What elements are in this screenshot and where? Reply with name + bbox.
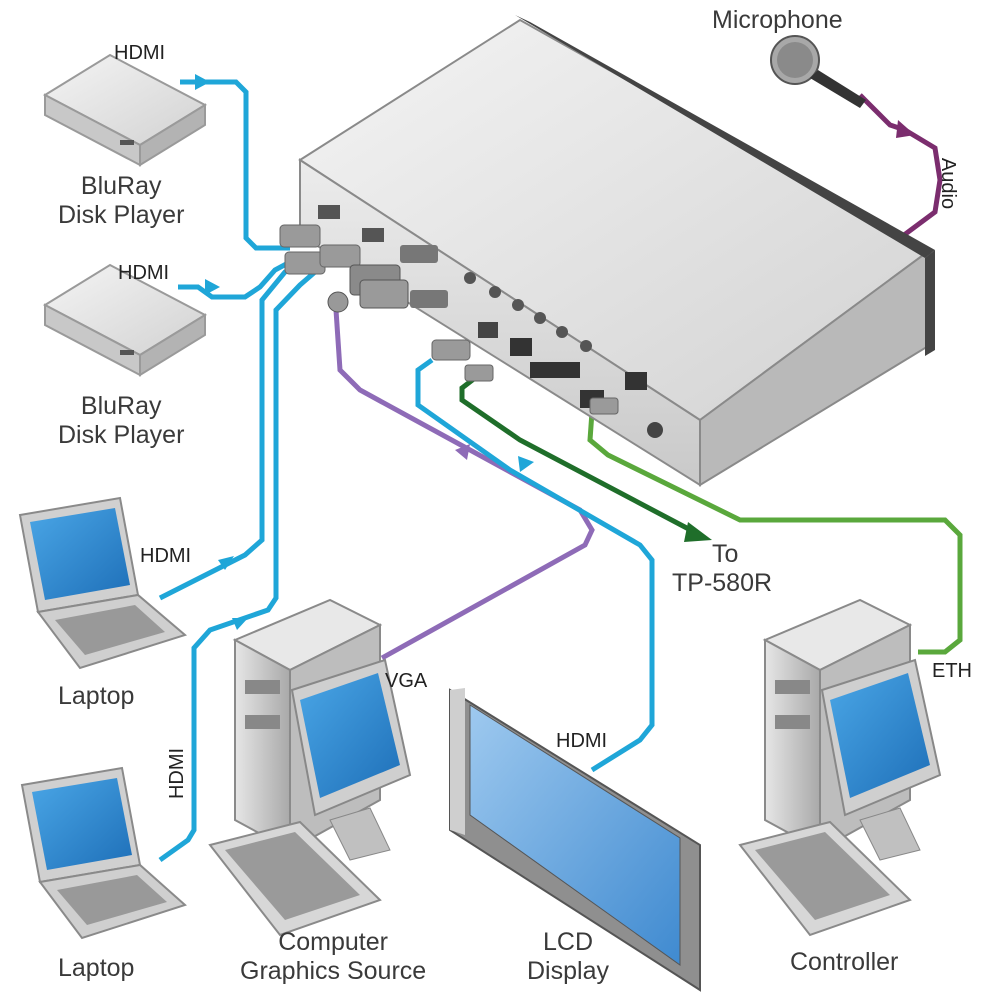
- microphone-label: Microphone: [712, 6, 843, 34]
- remote-label: To TP-580R: [672, 540, 772, 598]
- remote-label-line1: To: [712, 540, 739, 568]
- bluray-player-2-label-line2: Disk Player: [58, 420, 185, 449]
- bluray-player-2-icon: [42, 263, 208, 377]
- laptop-2-icon: [20, 766, 187, 940]
- computer-source-label: Computer Graphics Source: [240, 928, 426, 986]
- bluray-player-2-label-line1: BluRay: [80, 392, 162, 420]
- arrow-icon: [218, 556, 234, 570]
- bluray-player-1-label-line2: Disk Player: [58, 200, 185, 229]
- computer-source-label-line1: Computer: [278, 928, 388, 956]
- hdmi-display-label: HDMI: [556, 730, 608, 752]
- bluray-player-1-label-line1: BluRay: [80, 172, 162, 200]
- lcd-display-label-line1: LCD: [542, 928, 593, 956]
- computer-source-label-line2: Graphics Source: [240, 956, 427, 985]
- hdmi-bluray-2-label: HDMI: [118, 262, 170, 284]
- hdmi-bluray-1-label: HDMI: [114, 42, 166, 64]
- lcd-display-label: LCD Display: [527, 928, 609, 986]
- tp-cable: [459, 376, 702, 538]
- bluray-player-1-label: BluRay Disk Player: [58, 172, 184, 230]
- hdmi-laptop-2-label: HDMI: [166, 747, 189, 800]
- hdmi-cable-bluray-1: [180, 79, 290, 251]
- hdmi-cable-display: [415, 357, 655, 773]
- arrow-icon: [455, 444, 470, 460]
- computer-graphics-source-icon: [208, 598, 412, 937]
- remote-label-line2: TP-580R: [672, 568, 773, 597]
- controller-icon: [738, 598, 942, 937]
- controller-label: Controller: [790, 948, 899, 976]
- eth-label: ETH: [932, 660, 972, 682]
- switcher-unit: [279, 15, 935, 487]
- laptop-1-label: Laptop: [58, 682, 135, 710]
- audio-label: Audio: [937, 157, 960, 210]
- bluray-player-2-label: BluRay Disk Player: [58, 392, 184, 450]
- arrow-icon: [195, 74, 210, 90]
- lcd-display-label-line2: Display: [527, 956, 609, 985]
- arrow-icon: [232, 618, 248, 630]
- arrow-icon: [518, 456, 534, 472]
- arrow-icon: [684, 522, 712, 542]
- arrow-icon: [205, 279, 220, 295]
- vga-label: VGA: [385, 670, 428, 692]
- laptop-2-label: Laptop: [58, 954, 135, 982]
- laptop-1-icon: [18, 496, 188, 670]
- arrow-icon: [896, 120, 915, 138]
- eth-cable: [587, 411, 963, 655]
- hdmi-cable-bluray-2: [178, 259, 292, 300]
- hdmi-laptop-1-label: HDMI: [140, 545, 192, 567]
- audio-cable: [898, 127, 943, 241]
- lcd-display-icon: [449, 688, 701, 992]
- bluray-player-1-icon: [42, 53, 208, 167]
- microphone-icon: [770, 35, 866, 108]
